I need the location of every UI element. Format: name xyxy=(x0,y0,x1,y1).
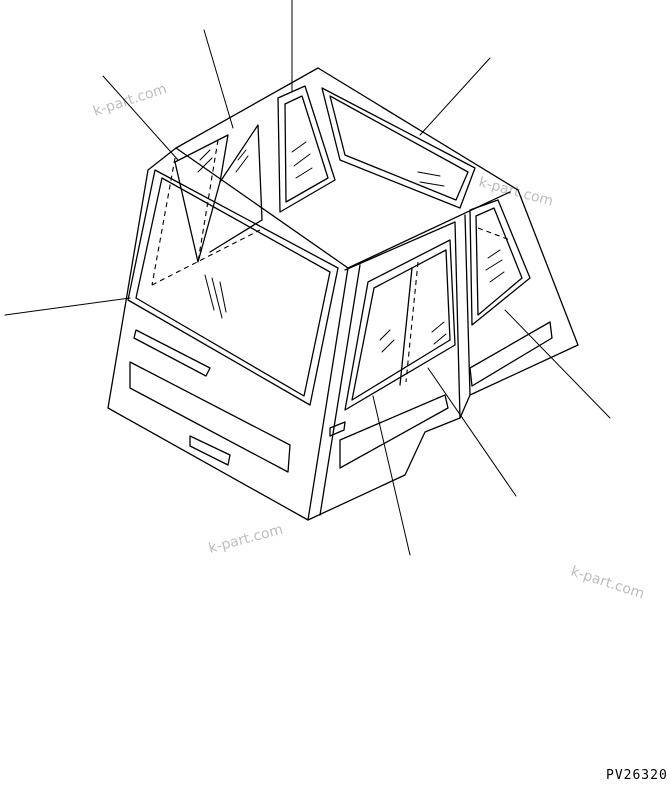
rear-glass xyxy=(321,87,476,209)
watermark: k-part.com xyxy=(207,522,285,557)
door-glass xyxy=(344,239,456,411)
side-lower-panels xyxy=(329,321,553,469)
leader-lines xyxy=(4,0,611,556)
right-rear-glass xyxy=(469,199,531,326)
watermark: k-part.com xyxy=(477,174,555,209)
leader-line xyxy=(427,367,517,497)
front-lower-panels xyxy=(129,329,291,473)
leader-line xyxy=(4,297,131,316)
front-upper-glass xyxy=(174,124,263,263)
drawing-code: PV26320 xyxy=(606,768,668,783)
front-windshield xyxy=(127,157,339,406)
leader-line xyxy=(504,309,611,419)
leader-line xyxy=(203,29,234,129)
leader-line xyxy=(419,57,491,136)
left-side-glass xyxy=(277,85,336,213)
leader-line xyxy=(102,75,179,161)
leader-line xyxy=(372,395,411,556)
cab-body xyxy=(107,67,579,521)
watermark: k-part.com xyxy=(91,81,168,120)
watermark: k-part.com xyxy=(569,564,646,603)
